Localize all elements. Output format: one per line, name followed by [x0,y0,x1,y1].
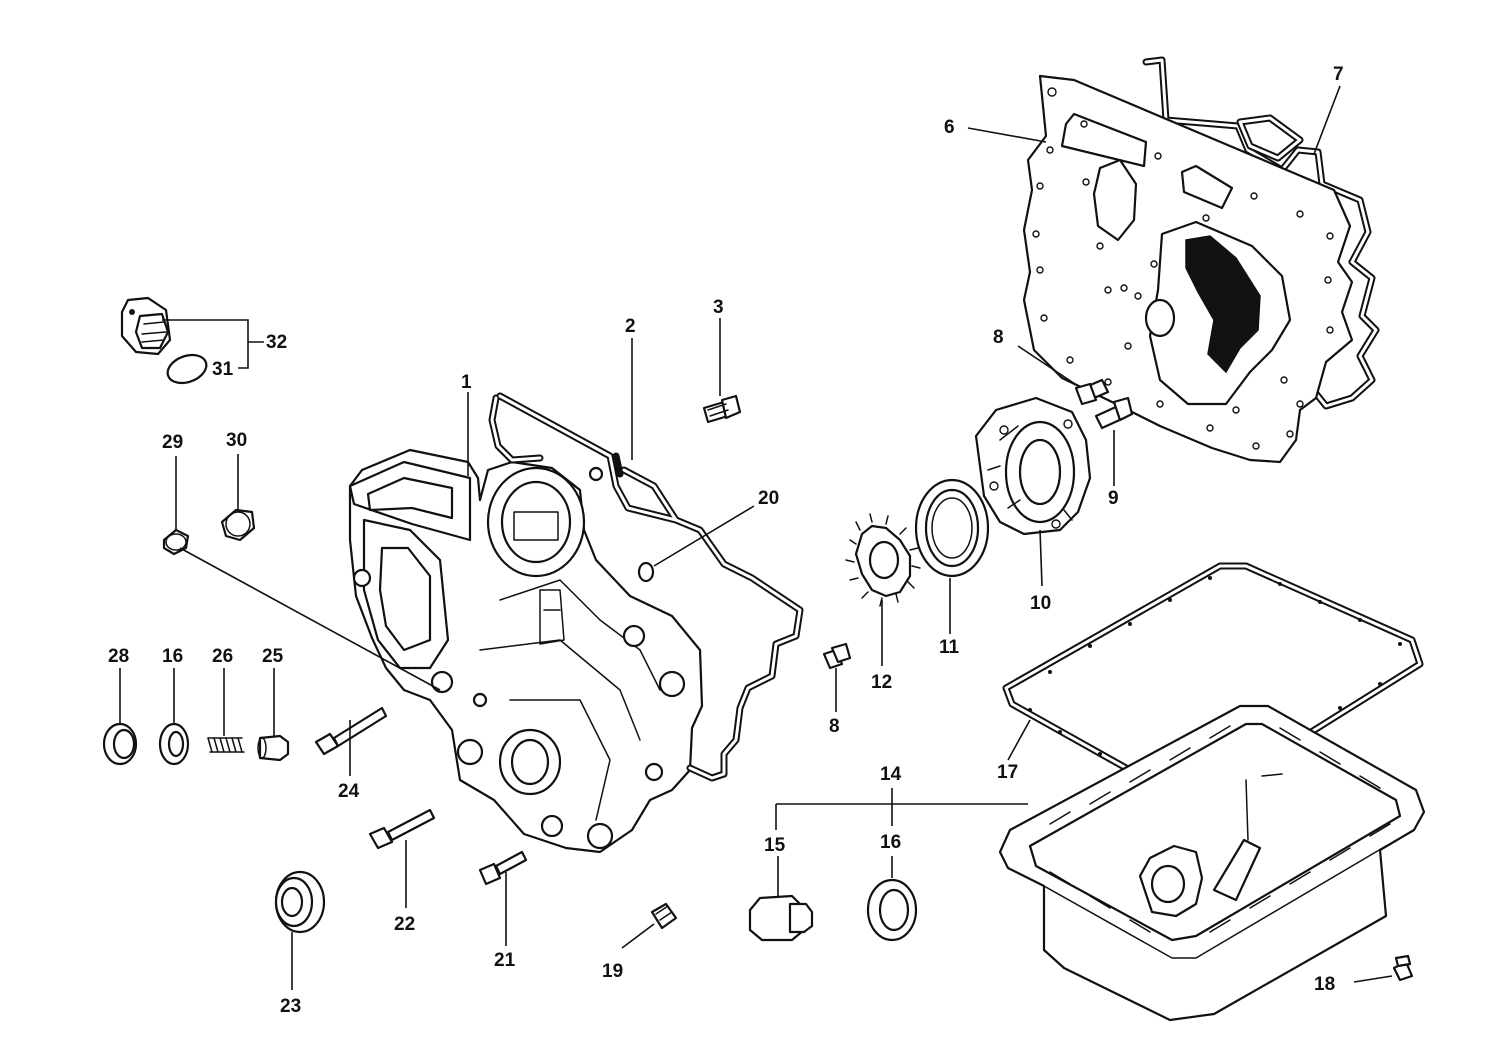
callout-23: 23 [280,996,301,1017]
callout-29: 29 [162,432,183,453]
callout-31: 31 [212,359,234,380]
washer-16-left [158,722,190,766]
bolt-22 [368,808,436,850]
plug-19 [650,902,678,930]
o-ring-small [637,561,655,583]
bushing-30 [220,508,256,542]
oil-seal-23 [274,870,326,934]
callout-11: 11 [939,637,960,658]
inner-rotor [845,513,921,607]
bolt-8-lower [822,642,852,670]
cap-28 [102,722,138,766]
callout-labels: 1 2 3 6 7 8 9 10 11 12 8 20 17 14 15 16 … [108,64,1344,1017]
callout-15: 15 [764,835,786,856]
rear-plate-gasket [1142,56,1380,410]
oil-filler-cap [120,296,172,356]
gear-case-gasket [488,392,804,782]
bolt-21 [478,850,528,886]
oil-pump-housing [974,396,1092,536]
bolt-3 [702,394,742,424]
callout-24: 24 [338,781,360,802]
callout-2: 2 [625,316,636,337]
drain-plug-15 [748,894,814,942]
callout-28: 28 [108,646,129,667]
callout-30: 30 [226,430,247,451]
callout-19: 19 [602,961,623,982]
bolt-8-upper [1074,378,1110,406]
bolt-24 [314,706,388,756]
o-ring [166,353,208,385]
leader-lines [119,85,1393,990]
callout-3: 3 [713,297,724,318]
outer-rotor [914,478,990,578]
callout-10: 10 [1030,593,1051,614]
oil-pan [998,704,1426,1022]
callout-6: 6 [944,117,955,138]
callout-21: 21 [494,950,516,971]
callout-22: 22 [394,914,415,935]
bolt-18 [1392,954,1414,982]
callout-20: 20 [758,488,779,509]
callout-16-right: 16 [880,832,901,853]
washer-16-right [866,878,918,942]
rear-plate [1022,74,1354,464]
callout-25: 25 [262,646,284,667]
callout-7: 7 [1333,64,1344,85]
callout-16-left: 16 [162,646,183,667]
plunger-25 [257,734,290,762]
callout-26: 26 [212,646,233,667]
callout-32: 32 [266,332,287,353]
callout-8-lower: 8 [829,716,840,737]
bolt-9 [1094,396,1134,430]
callout-14: 14 [880,764,902,785]
callout-8-upper: 8 [993,327,1004,348]
callout-9: 9 [1108,488,1119,509]
callout-17: 17 [997,762,1018,783]
callout-1: 1 [461,372,472,393]
gear-case [348,448,704,854]
callout-18: 18 [1314,974,1335,995]
spring-26 [207,737,245,753]
callout-12: 12 [871,672,892,693]
